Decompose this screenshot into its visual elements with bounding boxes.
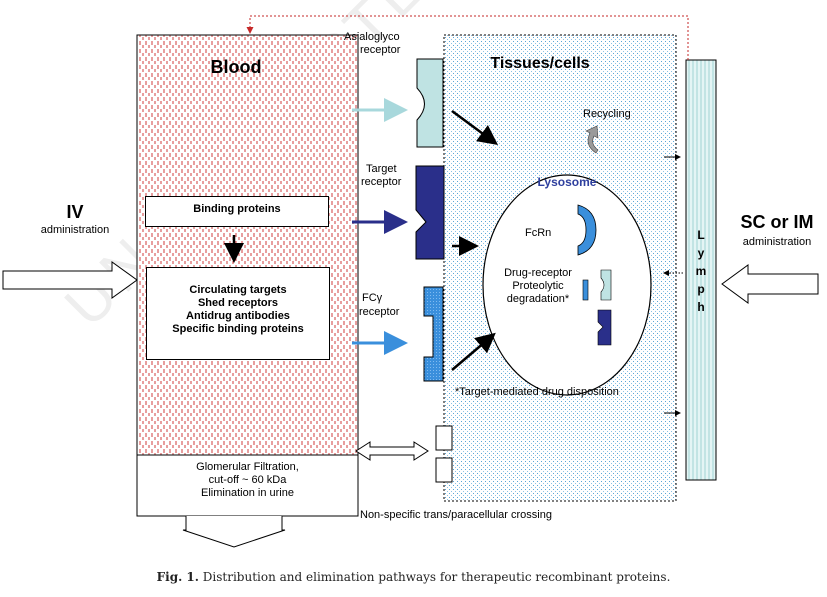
sc-title: SC or IM: [740, 212, 814, 232]
fragment-navy: [597, 309, 612, 346]
binding-proteins-label: Binding proteins: [193, 203, 281, 215]
drug-receptor-line-3: degradation*: [506, 293, 570, 305]
fragment-blue: [582, 279, 589, 301]
lymph-letter-2: y: [697, 246, 705, 260]
tissues-title: Tissues/cells: [490, 55, 590, 72]
lymph-letter-5: h: [697, 300, 705, 314]
lymph-letter-1: L: [697, 228, 705, 242]
asialo-receptor-shape: [416, 58, 444, 148]
fcrn-shape: [577, 204, 597, 256]
circulating-targets-box: Circulating targets Shed receptors Antid…: [146, 267, 330, 360]
recycling-label: Recycling: [583, 108, 631, 120]
fcg-label-1: FCγ: [362, 292, 383, 304]
glomerular-line-2: cut-off ~ 60 kDa: [208, 474, 287, 486]
lymph-return-path: [246, 15, 689, 60]
recycling-icon: [585, 125, 599, 154]
lymph-letter-3: m: [695, 264, 707, 278]
lymph-label: L y m p h: [686, 228, 716, 328]
urine-arrow: [182, 516, 286, 548]
fragment-cyan: [600, 269, 612, 301]
iv-arrow: [2, 261, 138, 299]
targets-line-4: Specific binding proteins: [172, 323, 304, 335]
nonspecific-label: Non-specific trans/paracellular crossing: [360, 509, 552, 521]
paracellular-box-top: [435, 425, 453, 451]
lymph-column: [685, 59, 717, 481]
iv-title: IV: [66, 202, 84, 222]
sc-arrow: [721, 264, 819, 304]
asialo-to-lysosome-arrow: [451, 109, 499, 145]
blood-compartment: [136, 34, 359, 456]
iv-subtitle: administration: [40, 224, 110, 236]
fcg-to-lysosome-arrow: [451, 332, 496, 371]
target-receptor-shape: [415, 165, 445, 260]
fcg-receptor-shape: [423, 286, 444, 382]
caption-label: Fig. 1.: [156, 570, 199, 584]
figure-caption: Fig. 1. Distribution and elimination pat…: [0, 570, 827, 584]
blood-title: Blood: [210, 57, 262, 77]
drug-receptor-line-1: Drug-receptor: [504, 267, 572, 279]
asialo-label-1: Asialoglyco: [344, 31, 400, 43]
target-label-1: Target: [366, 163, 397, 175]
target-label-2: receptor: [361, 176, 402, 188]
glomerular-panel: [136, 454, 359, 517]
asialo-label-2: receptor: [360, 44, 401, 56]
binding-proteins-box: Binding proteins: [145, 196, 329, 227]
glomerular-line-1: Glomerular Filtration,: [196, 461, 299, 473]
targets-line-3: Antidrug antibodies: [186, 310, 290, 322]
paracellular-box-bottom: [435, 457, 453, 483]
fcg-label-2: receptor: [359, 306, 400, 318]
targets-line-2: Shed receptors: [197, 297, 279, 309]
fcrn-label: FcRn: [525, 227, 552, 239]
sc-subtitle: administration: [742, 236, 812, 248]
caption-text: Distribution and elimination pathways fo…: [198, 570, 671, 584]
lysosome-title: Lysosome: [537, 175, 597, 189]
targets-line-1: Circulating targets: [189, 284, 287, 296]
glomerular-line-3: Elimination in urine: [201, 487, 294, 499]
drug-receptor-text: Drug-receptor Proteolytic degradation*: [493, 267, 583, 306]
lymph-letter-4: p: [697, 282, 705, 296]
nonspecific-double-arrow: [355, 441, 429, 461]
glomerular-text: Glomerular Filtration, cut-off ~ 60 kDa …: [137, 461, 358, 500]
tmdd-note: *Target-mediated drug disposition: [455, 386, 619, 398]
drug-receptor-line-2: Proteolytic: [512, 280, 564, 292]
